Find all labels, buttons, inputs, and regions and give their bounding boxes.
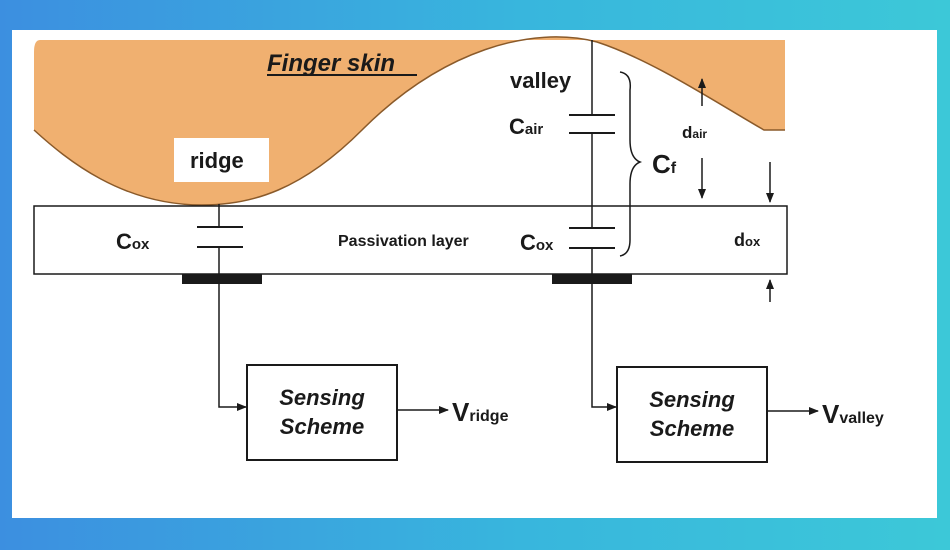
passivation-layer (33, 205, 788, 275)
wire-left-to-sensing (218, 284, 247, 411)
sensing-left-line1: Sensing (279, 385, 365, 410)
sensing-scheme-left (246, 364, 398, 461)
sensing-right-line2: Scheme (650, 416, 734, 441)
passivation-layer-label: Passivation layer (338, 233, 469, 250)
cox-left-label: Cox (116, 229, 150, 254)
cf-brace (619, 71, 643, 257)
wire-right-to-sensing (591, 284, 617, 411)
vvalley-label: Vvalley (822, 399, 884, 429)
finger-skin-label: Finger skin (267, 50, 395, 77)
sensing-right-line1: Sensing (649, 387, 735, 412)
cox-right-label: Cox (520, 230, 554, 255)
cf-label: Cf (652, 149, 677, 179)
ridge-label-box (174, 138, 269, 182)
valley-label: valley (510, 68, 572, 93)
diagram-card: Finger skin ridge valley Passivation lay… (12, 30, 937, 518)
cair-label: Cair (509, 114, 543, 139)
sensing-scheme-right (616, 366, 768, 463)
finger-skin-shape (34, 36, 785, 205)
ridge-label: ridge (190, 148, 244, 173)
dair-label: dair (682, 123, 707, 142)
dox-label: dox (734, 230, 761, 250)
vridge-label: Vridge (452, 397, 509, 427)
electrode-right (552, 274, 632, 284)
sensing-left-line2: Scheme (280, 414, 364, 439)
fingerprint-sensor-diagram: Finger skin ridge valley Passivation lay… (33, 36, 884, 463)
electrode-left (182, 274, 262, 284)
skin-edge-line (33, 36, 785, 206)
